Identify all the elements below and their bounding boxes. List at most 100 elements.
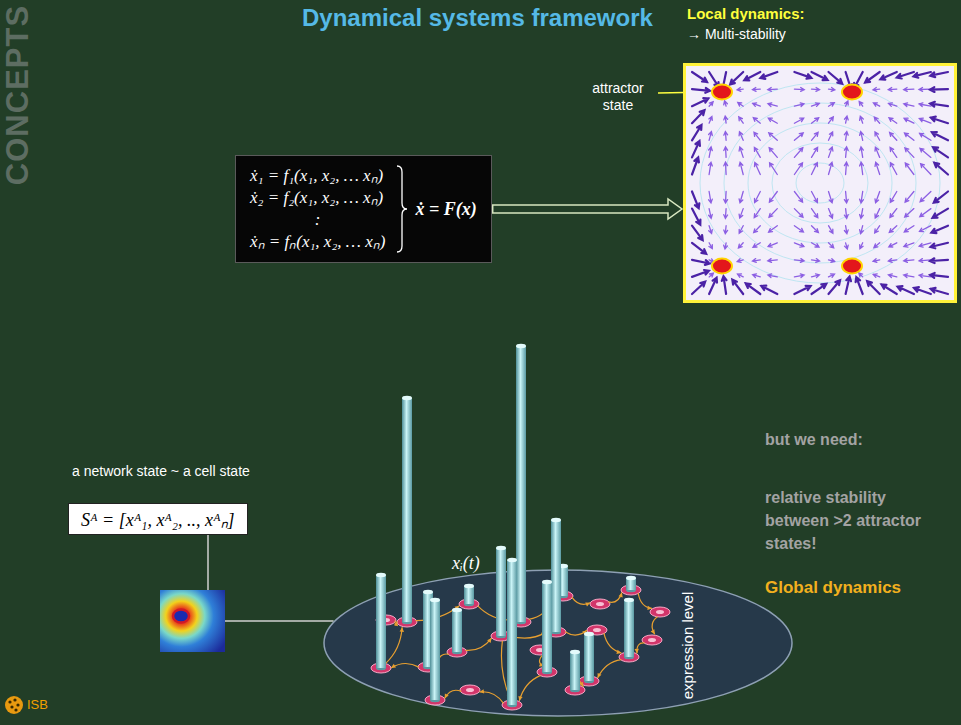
flow-arrow (732, 280, 743, 294)
flow-arrow (919, 118, 931, 123)
flow-arrow (904, 243, 914, 247)
flow-arrow (739, 117, 743, 123)
equation-line: ẋ₂ = f₂(x₁, x₂, … xₙ) (250, 187, 385, 209)
logo-dot (8, 700, 11, 703)
flow-arrow (739, 226, 743, 234)
flow-arrow (794, 103, 804, 107)
flow-arrow (875, 162, 880, 174)
flow-arrow (812, 226, 819, 233)
flow-arrow (860, 116, 864, 123)
flow-arrow (812, 88, 820, 92)
panel-subheading: → Multi-stability (687, 26, 786, 42)
interaction-arrow (565, 630, 587, 635)
flow-arrow (875, 147, 880, 157)
flow-arrow (905, 192, 914, 203)
flow-arrow (812, 163, 818, 175)
flow-arrow (739, 209, 743, 219)
flow-arrow (692, 72, 707, 82)
flow-arrow (709, 147, 713, 158)
flow-arrow (812, 209, 818, 218)
flow-arrow (709, 132, 713, 141)
flow-arrow (794, 148, 802, 158)
flow-arrow (890, 133, 897, 141)
expression-pillar (507, 560, 517, 705)
flow-arrow (709, 116, 713, 123)
flow-arrow (860, 147, 864, 158)
flow-arrow (873, 88, 880, 92)
flow-arrow (692, 98, 708, 106)
pillar-top (542, 580, 552, 584)
interaction-arrow (638, 593, 652, 608)
interaction-arrow (466, 638, 492, 650)
flow-arrow (930, 87, 948, 92)
interaction-arrowhead (619, 593, 623, 598)
flow-arrow (709, 273, 713, 277)
gene-node-center (466, 688, 474, 692)
pillar-top (423, 590, 433, 594)
logo-dot (16, 703, 19, 706)
interaction-arrowhead (400, 627, 404, 632)
flow-arrow (914, 72, 931, 78)
flow-arrow (746, 283, 761, 294)
flow-arrow (865, 72, 880, 83)
interaction-arrowhead (518, 696, 522, 701)
potential-contour (796, 163, 844, 203)
vector-field-frame (683, 63, 957, 303)
logo-disc (5, 696, 23, 714)
flow-arrow (829, 259, 835, 263)
flow-arrow (934, 192, 948, 203)
flow-arrow (753, 88, 761, 92)
flow-arrow (933, 209, 949, 218)
flow-arrow (860, 226, 864, 234)
flow-arrow (874, 117, 879, 123)
flow-arrow (829, 117, 834, 123)
flow-arrow (860, 209, 864, 219)
interaction-arrowhead (616, 650, 621, 654)
flow-arrow (761, 286, 777, 294)
note-text: relative stability between >2 attractor … (765, 486, 925, 555)
flow-arrow (744, 72, 760, 80)
flow-arrow (739, 147, 743, 157)
flow-arrow (889, 118, 897, 123)
state-vector-formula: Sᴬ = [xᴬ₁, xᴬ₂, .., xᴬₙ] (81, 507, 235, 531)
attractor-dot (712, 259, 732, 274)
flow-arrow (844, 226, 848, 234)
flow-arrow (709, 192, 713, 203)
flow-arrow (904, 274, 914, 278)
logo-dot (13, 698, 16, 701)
slide-title: Dynamical systems framework (302, 4, 653, 32)
flow-arrow (931, 288, 948, 294)
double-arrow-connector (493, 199, 682, 219)
flow-arrow (692, 270, 709, 277)
interaction-arrowhead (487, 638, 492, 643)
flow-arrow (709, 226, 713, 234)
flow-arrow (920, 133, 931, 140)
flow-arrow (768, 274, 777, 278)
pillar-top (584, 632, 594, 636)
heatmap-core (173, 610, 189, 623)
flow-arrow (888, 259, 896, 263)
potential-contour (748, 123, 892, 243)
flow-arrow (794, 274, 804, 278)
flow-arrow (724, 162, 728, 174)
flow-arrow (738, 103, 743, 107)
flow-arrow (769, 209, 777, 218)
logo-dot (10, 705, 13, 708)
flow-arrow (930, 273, 948, 278)
equation-line: : (250, 209, 385, 231)
flow-arrow (888, 88, 897, 92)
flow-arrow (754, 132, 760, 140)
interaction-arrow (608, 593, 622, 603)
flow-arrow (931, 243, 949, 249)
flow-arrow (754, 209, 760, 218)
flow-arrow (769, 133, 778, 141)
callout-label: attractor state (582, 80, 654, 114)
gene-node (590, 599, 610, 609)
flow-arrow (753, 118, 760, 124)
flow-arrow (829, 192, 833, 203)
logo-text: ISB (27, 697, 48, 712)
pillar-top (516, 344, 526, 348)
pillar-top (507, 558, 517, 562)
equation-box: ẋ₁ = f₁(x₁, x₂, … xₙ)ẋ₂ = f₂(x₁, x₂, …… (235, 155, 492, 263)
